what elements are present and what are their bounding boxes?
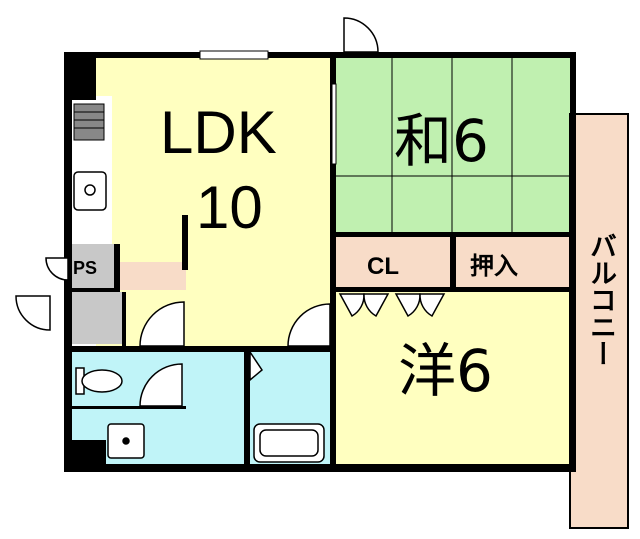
washitsu-area — [336, 58, 572, 233]
washitsu-label: 和6 — [394, 107, 489, 175]
yoshitsu-area — [336, 290, 572, 466]
ldk-label: LDK — [160, 99, 277, 166]
sink-icon — [73, 171, 107, 211]
yoshitsu-label: 洋6 — [398, 337, 493, 405]
balcony-area — [570, 114, 628, 528]
washroom-upper-area — [186, 352, 248, 408]
closet-label: CL — [367, 253, 399, 280]
ps-area — [68, 244, 118, 288]
toilet-icon — [75, 367, 123, 395]
windows — [199, 50, 337, 165]
closet-area — [336, 236, 452, 288]
bathtub-icon — [253, 423, 325, 463]
balcony-label: バルコニー — [585, 232, 616, 367]
entrance-step-area — [120, 262, 186, 290]
ldk-size-label: 10 — [196, 174, 263, 241]
washing-machine-pan-icon — [107, 423, 145, 459]
oshiire-area — [456, 236, 572, 288]
doors — [15, 17, 446, 407]
pipe-space-label: PS — [73, 258, 98, 278]
tatami-lines — [336, 58, 572, 232]
genkan-floor — [68, 292, 124, 344]
oshiire-label: 押入 — [470, 252, 518, 280]
balcony-outline — [569, 113, 629, 529]
stove-icon — [73, 103, 105, 141]
